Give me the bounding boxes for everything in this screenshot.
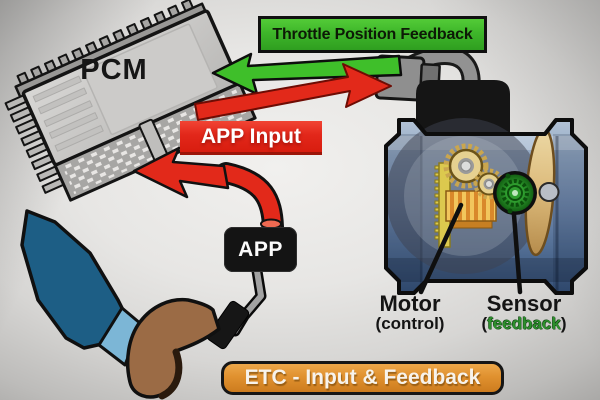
- sensor-label-subtitle: (feedback): [481, 314, 567, 334]
- motor-control-arrow: [194, 63, 392, 121]
- etc-footer-banner: ETC - Input & Feedback: [221, 361, 504, 395]
- pedal-pad: [206, 300, 250, 350]
- pant-leg: [20, 209, 125, 350]
- app-input-banner-text: APP Input: [201, 124, 301, 148]
- throttle-body-assembly: [374, 46, 588, 295]
- motor-pointer-line: [418, 202, 464, 295]
- motor-label-title: Motor: [379, 291, 441, 316]
- sensor-label-title: Sensor: [486, 291, 562, 316]
- throttle-position-feedback-arrow: [211, 52, 403, 96]
- throttle-position-feedback-banner-text: Throttle Position Feedback: [272, 25, 473, 43]
- pcm-label: PCM: [80, 54, 148, 86]
- drive-gear-large: [443, 143, 489, 189]
- accelerator-pedal: [206, 265, 267, 350]
- shaft-end-cap: [538, 182, 560, 202]
- motor-label: Motor (control): [356, 292, 464, 333]
- app-pedal-label-text: APP: [238, 237, 283, 261]
- throttle-position-feedback-banner: Throttle Position Feedback: [258, 16, 487, 53]
- sensor-feedback-word: feedback: [487, 314, 561, 334]
- pcm-top-ridges: [32, 75, 104, 152]
- pcm-cover-plate: [82, 23, 218, 135]
- throttle-body-outline: [384, 118, 588, 295]
- shoe-sole: [158, 348, 183, 400]
- sensor-label: Sensor (feedback): [464, 292, 584, 333]
- driver-foot: [20, 209, 221, 400]
- position-sensor-disc: [493, 171, 537, 215]
- throttle-internals: [434, 127, 560, 257]
- motor-label-subtitle: (control): [375, 314, 445, 334]
- etc-footer-banner-text: ETC - Input & Feedback: [244, 366, 481, 389]
- sensor-pointer-line: [511, 212, 523, 295]
- app-input-banner: APP Input: [180, 121, 322, 155]
- app-pedal-label: APP: [224, 227, 297, 272]
- app-input-arrow: [132, 146, 284, 238]
